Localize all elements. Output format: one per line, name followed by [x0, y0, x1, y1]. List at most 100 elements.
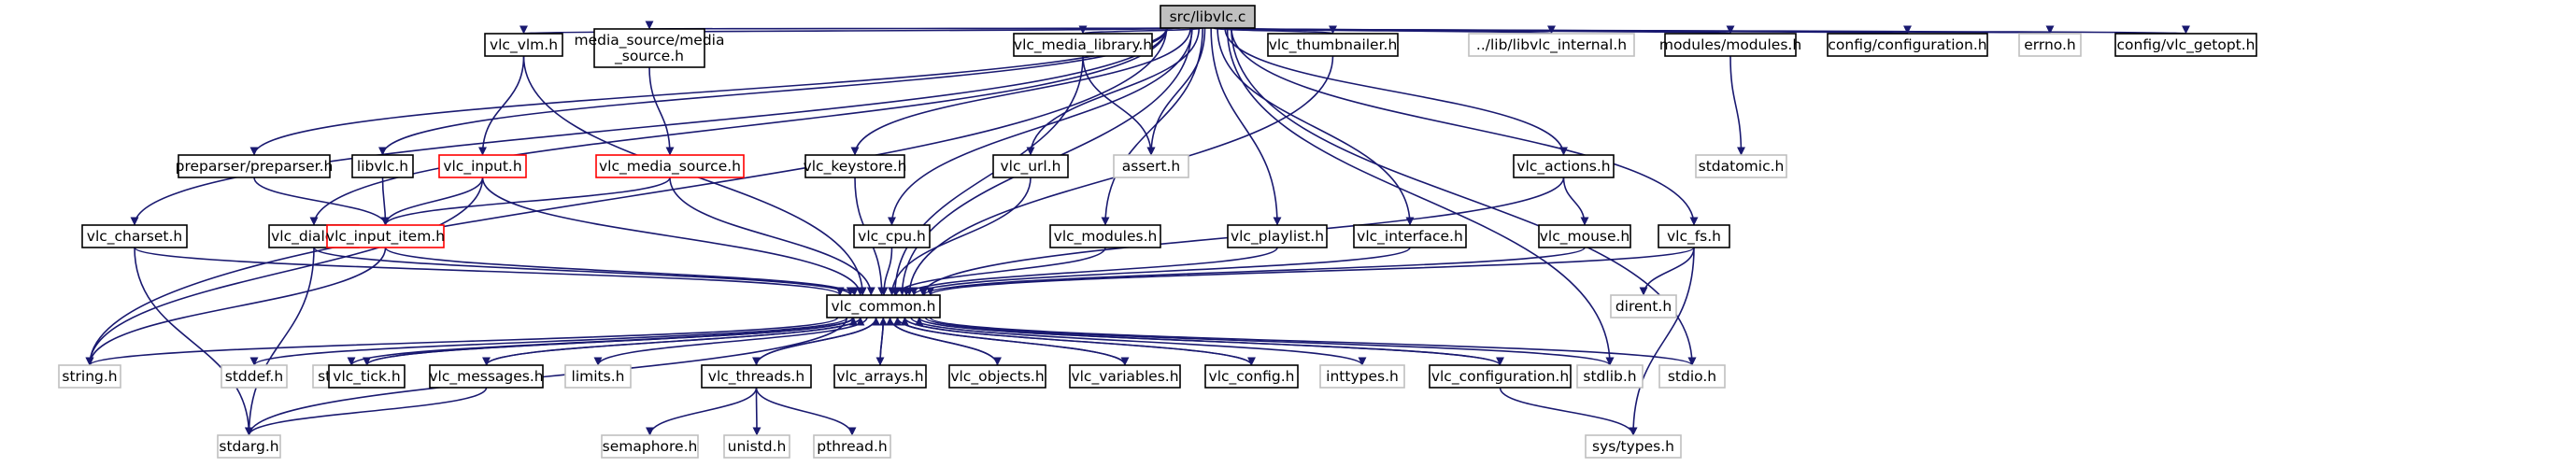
node-box [1695, 154, 1787, 178]
edge-vlc_media_library-to-vlc_common [890, 55, 1084, 296]
node-label: vlc_input.h [443, 158, 521, 176]
edge-vlc_messages-to-stdarg [245, 387, 488, 436]
node-label: vlc_cpu.h [858, 228, 926, 246]
edge-preparser-to-vlc_input_item [253, 177, 390, 226]
node-vlc-mouse[interactable]: vlc_mouse.h [1538, 224, 1631, 248]
node-label: vlc_keystore.h [804, 158, 907, 176]
edge-libvlc-to-vlc_modules [1101, 27, 1203, 226]
node-label: vlc_playlist.h [1231, 228, 1324, 246]
edge-vlc_cpu-to-vlc_common [879, 247, 893, 296]
node-vlc-config[interactable]: vlc_config.h [1204, 364, 1299, 389]
node-box [564, 364, 632, 389]
node-box [1610, 294, 1677, 318]
node-box [1319, 364, 1405, 389]
edge-vlc_vlm-to-vlc_input [478, 55, 525, 156]
node-vlc-messages[interactable]: vlc_messages.h [429, 364, 544, 389]
node-label: modules/modules.h [1659, 36, 1801, 53]
edge-libvlc-to-vlc_vlm [521, 24, 1175, 35]
node-libvlc[interactable]: src/libvlc.c [1160, 5, 1256, 29]
node-box [1049, 224, 1161, 248]
edge-vlc_charset-to-stdarg [134, 247, 253, 436]
node-preparser[interactable]: preparser/preparser.h [176, 154, 334, 178]
edge-libvlc-to-vlc_media_library [1078, 25, 1203, 35]
edge-vlc_threads-to-vlc_common [755, 317, 881, 366]
node-label: vlc_media_library.h [1014, 36, 1152, 54]
node-dirent: dirent.h [1610, 294, 1677, 318]
node-vlc-common[interactable]: vlc_common.h [826, 294, 941, 318]
node-label: src/libvlc.c [1170, 8, 1246, 25]
node-stddef: stddef.h [221, 364, 288, 389]
node-vlc-input[interactable]: vlc_input.h [438, 154, 527, 178]
node-box [1204, 364, 1299, 389]
node-vlc-thumbnailer[interactable]: vlc_thumbnailer.h [1267, 33, 1399, 57]
node-box [1658, 224, 1730, 248]
edge-libvlc-to-vlc_interface [1217, 27, 1415, 226]
node-label: errno.h [2024, 36, 2076, 53]
node-label: dirent.h [1615, 298, 1672, 315]
node-box [1513, 154, 1615, 178]
node-sys-types: sys/types.h [1585, 434, 1682, 459]
node-box [593, 28, 705, 68]
node-box [2114, 33, 2257, 57]
node-vlc-fs[interactable]: vlc_fs.h [1658, 224, 1730, 248]
node-label: stddef.h [225, 368, 283, 385]
file-nodes: src/libvlc.c vlc_vlm.h media_source/media_… [58, 5, 2257, 459]
node-string: string.h [58, 364, 121, 389]
edge-vlc_variables-to-vlc_common [893, 317, 1126, 366]
node-box [429, 364, 544, 389]
node-box [81, 224, 188, 248]
node-box [1468, 33, 1635, 57]
edge-vlc_interface-to-vlc_common [909, 247, 1411, 296]
node-vlc-tick[interactable]: vlc_tick.h [328, 364, 406, 389]
edge-vlc_fs-to-dirent [1639, 247, 1695, 296]
node-vlc-actions[interactable]: vlc_actions.h [1513, 154, 1615, 178]
node-media-source[interactable]: media_source/media_source.h [574, 28, 725, 68]
node-label: stdlib.h [1583, 368, 1636, 385]
node-configuration[interactable]: config/configuration.h [1827, 33, 1988, 57]
node-label: stdarg.h [219, 438, 278, 455]
node-vlc-media-library[interactable]: vlc_media_library.h [1013, 33, 1153, 57]
node-vlc-arrays[interactable]: vlc_arrays.h [833, 364, 927, 389]
node-label: vlc_modules.h [1054, 228, 1158, 246]
node-vlc-url[interactable]: vlc_url.h [992, 154, 1069, 178]
node-box [992, 154, 1069, 178]
node-vlc-media-source[interactable]: vlc_media_source.h [595, 154, 745, 178]
node-box [595, 154, 745, 178]
node-vlc-configuration[interactable]: vlc_configuration.h [1429, 364, 1572, 389]
node-label: vlc_common.h [831, 298, 935, 316]
node-vlc-getopt[interactable]: config/vlc_getopt.h [2114, 33, 2257, 57]
node-box [804, 154, 905, 178]
node-label: vlc_interface.h [1357, 228, 1463, 246]
node-vlc-modules[interactable]: vlc_modules.h [1049, 224, 1161, 248]
edge-libvlc-to-vlc_dialog [309, 27, 1168, 226]
node-libvlc-h[interactable]: libvlc.h [351, 154, 414, 178]
node-label: vlc_url.h [1000, 158, 1060, 176]
edge-libvlc-to-string [85, 27, 1168, 366]
node-vlc-cpu[interactable]: vlc_cpu.h [853, 224, 931, 248]
node-label: vlc_arrays.h [836, 368, 923, 386]
node-label: config/vlc_getopt.h [2116, 36, 2255, 54]
node-label: vlc_input_item.h [326, 228, 445, 246]
node-box [1013, 33, 1153, 57]
node-label: limits.h [572, 368, 625, 385]
node-vlc-playlist[interactable]: vlc_playlist.h [1227, 224, 1328, 248]
edge-vlc_dialog-to-vlc_common [313, 247, 855, 296]
node-vlc-keystore[interactable]: vlc_keystore.h [804, 154, 907, 178]
node-stdio: stdio.h [1658, 364, 1726, 389]
node-vlc-vlm[interactable]: vlc_vlm.h [484, 33, 563, 57]
node-vlc-input-item[interactable]: vlc_input_item.h [326, 224, 445, 248]
node-vlc-variables[interactable]: vlc_variables.h [1069, 364, 1181, 389]
node-box [2018, 33, 2082, 57]
node-box [1069, 364, 1181, 389]
node-modules[interactable]: modules/modules.h [1659, 33, 1801, 57]
node-vlc-interface[interactable]: vlc_interface.h [1353, 224, 1467, 248]
node-box [853, 224, 931, 248]
node-label: libvlc.h [357, 158, 408, 175]
node-vlc-objects[interactable]: vlc_objects.h [948, 364, 1046, 389]
node-box [601, 434, 699, 459]
node-vlc-threads[interactable]: vlc_threads.h [701, 364, 812, 389]
edge-vlc_common-to-limits [593, 317, 868, 366]
node-vlc-charset[interactable]: vlc_charset.h [81, 224, 188, 248]
node-label: stdatomic.h [1699, 158, 1785, 175]
